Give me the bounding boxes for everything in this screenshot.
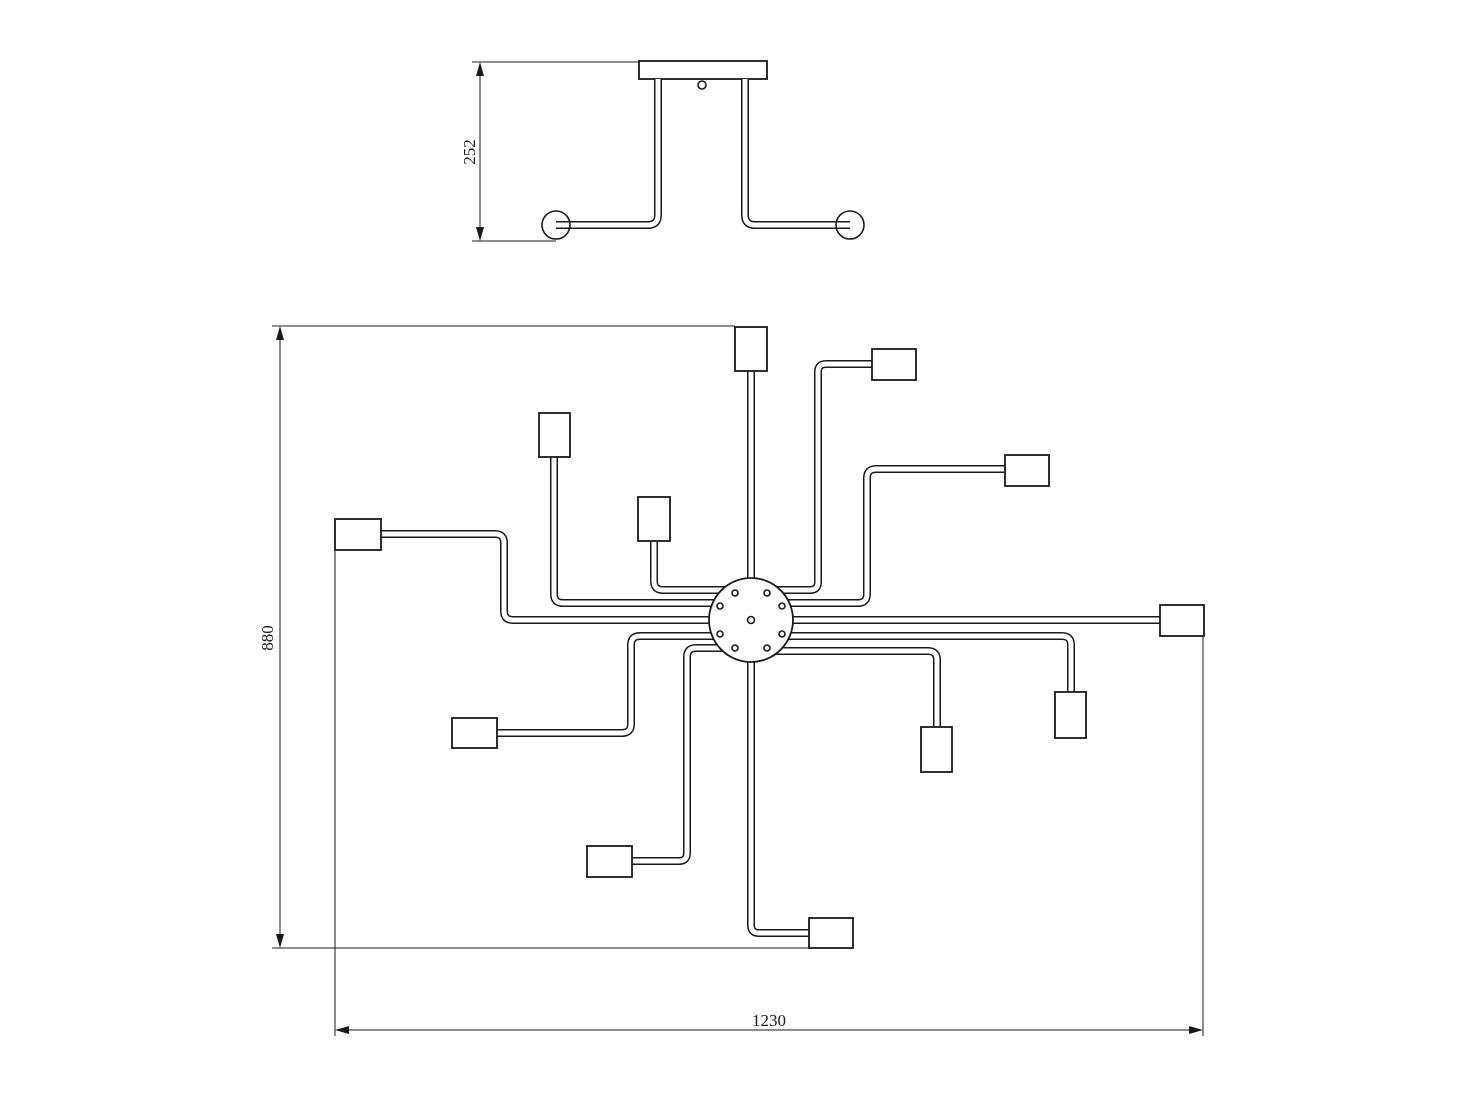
hub-hole xyxy=(778,602,786,610)
socket-far-left xyxy=(334,518,382,551)
socket-top xyxy=(734,326,768,372)
socket-inner-left xyxy=(637,496,671,542)
plan-height-label: 880 xyxy=(258,625,277,651)
plan-height-arrow-bottom xyxy=(276,934,284,948)
hub-hole xyxy=(778,630,786,638)
hub-hole xyxy=(763,644,771,652)
arm-bottom-left xyxy=(630,644,730,865)
plan-height-arrow-top xyxy=(276,326,284,340)
plan-arms xyxy=(380,360,1160,937)
arm-right-lower xyxy=(785,632,1075,692)
plan-width-arrow-left xyxy=(335,1026,349,1034)
hub-hole xyxy=(716,602,724,610)
hub-hole xyxy=(763,589,771,597)
central-hub xyxy=(708,577,794,663)
canopy-screw xyxy=(697,80,707,90)
hub-hole xyxy=(716,630,724,638)
side-arm-right xyxy=(741,79,850,229)
hub-hole xyxy=(731,644,739,652)
arm-top-right xyxy=(770,360,872,594)
hub-center-screw xyxy=(746,615,756,625)
hub-disc xyxy=(708,577,794,663)
plan-width-arrow-right xyxy=(1189,1026,1203,1034)
socket-left-lower xyxy=(451,717,498,749)
socket-top-right xyxy=(871,348,917,381)
socket-right-upper xyxy=(1004,454,1050,487)
arm-left xyxy=(380,530,712,624)
arm-left-upper xyxy=(550,456,718,607)
socket-far-right xyxy=(1159,604,1205,637)
arm-left-inner xyxy=(650,540,730,594)
hub-hole xyxy=(731,589,739,597)
arm-right-inner-lower xyxy=(775,647,941,727)
side-dim-arrow-bottom xyxy=(476,227,484,241)
side-dim-arrow-top xyxy=(476,62,484,76)
ceiling-canopy xyxy=(638,60,768,80)
side-socket-right xyxy=(835,210,865,240)
side-socket-left xyxy=(541,210,571,240)
side-view: 252 xyxy=(460,60,865,242)
side-height-label: 252 xyxy=(460,139,479,165)
socket-right-inner-lower xyxy=(920,726,953,773)
socket-bottom-left xyxy=(586,845,633,878)
plan-width-label: 1230 xyxy=(752,1011,786,1030)
socket-bottom xyxy=(808,917,854,949)
side-arm-left xyxy=(556,79,662,229)
plan-view: 880 1230 xyxy=(258,325,1205,1036)
arm-bottom xyxy=(747,655,810,937)
socket-right-lower xyxy=(1054,691,1087,739)
lamp-sockets xyxy=(334,326,1205,949)
arm-right-upper xyxy=(778,465,1005,607)
socket-upper-left xyxy=(538,412,571,458)
